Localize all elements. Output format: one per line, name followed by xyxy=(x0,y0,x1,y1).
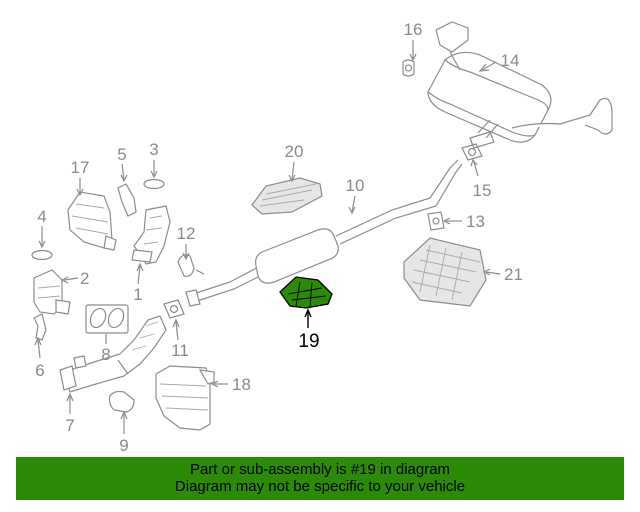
part-14-muffler[interactable] xyxy=(427,21,613,143)
part-17-heat-shield[interactable] xyxy=(67,191,117,251)
callout-15[interactable]: 15 xyxy=(473,181,492,200)
callout-20[interactable]: 20 xyxy=(285,142,304,161)
callout-13[interactable]: 13 xyxy=(466,212,485,231)
part-19-shape xyxy=(279,276,333,309)
part-16-hanger[interactable] xyxy=(402,59,415,77)
part-6-bracket[interactable] xyxy=(33,313,47,341)
callout-17[interactable]: 17 xyxy=(71,158,90,177)
callout-19[interactable]: 19 xyxy=(298,331,319,352)
part-18-heat-shield[interactable] xyxy=(155,365,215,431)
part-12-hanger[interactable] xyxy=(177,254,205,277)
callout-10[interactable]: 10 xyxy=(346,176,365,195)
part-3-gasket[interactable] xyxy=(143,178,165,190)
callout-3[interactable]: 3 xyxy=(149,140,158,159)
part-13-hanger[interactable] xyxy=(427,211,445,231)
part-7-front-pipe[interactable] xyxy=(59,315,167,393)
callout-1[interactable]: 1 xyxy=(133,285,142,304)
flange-14 xyxy=(469,131,495,149)
callout-9[interactable]: 9 xyxy=(119,436,128,455)
banner-line-1: Part or sub-assembly is #19 in diagram xyxy=(189,461,451,478)
callout-2[interactable]: 2 xyxy=(80,269,89,288)
leader-lines xyxy=(34,40,501,434)
part-10-center-pipe[interactable] xyxy=(185,159,463,307)
info-banner: Part or sub-assembly is #19 in diagram D… xyxy=(16,457,624,500)
callout-8[interactable]: 8 xyxy=(101,345,110,364)
callout-5[interactable]: 5 xyxy=(117,145,126,164)
part-1-manifold[interactable] xyxy=(131,205,171,265)
callout-7[interactable]: 7 xyxy=(65,416,74,435)
callout-21[interactable]: 21 xyxy=(504,265,523,284)
part-11-gasket[interactable] xyxy=(163,299,185,319)
callout-4[interactable]: 4 xyxy=(37,207,46,226)
callout-12[interactable]: 12 xyxy=(177,224,196,243)
part-4-gasket[interactable] xyxy=(31,249,53,261)
callout-18[interactable]: 18 xyxy=(232,375,251,394)
banner-line-2: Diagram may not be specific to your vehi… xyxy=(174,478,466,495)
callout-labels: 16 14 15 13 21 20 10 19 12 11 17 5 3 4 2… xyxy=(35,20,523,455)
part-15-gasket[interactable] xyxy=(461,143,483,161)
exhaust-parts-diagram: 16 14 15 13 21 20 10 19 12 11 17 5 3 4 2… xyxy=(31,20,613,455)
part-19-heat-shield[interactable] xyxy=(279,276,333,309)
callout-14[interactable]: 14 xyxy=(501,51,520,70)
callout-11[interactable]: 11 xyxy=(171,341,189,360)
callout-6[interactable]: 6 xyxy=(35,361,44,380)
part-9-gasket[interactable] xyxy=(108,390,135,413)
part-20-heat-shield[interactable] xyxy=(251,177,323,215)
part-2-converter[interactable] xyxy=(33,269,71,315)
callout-16[interactable]: 16 xyxy=(404,20,423,39)
part-8-gaskets[interactable] xyxy=(85,304,129,334)
part-5-bracket[interactable] xyxy=(117,183,137,217)
part-21-heat-shield[interactable] xyxy=(403,237,487,307)
